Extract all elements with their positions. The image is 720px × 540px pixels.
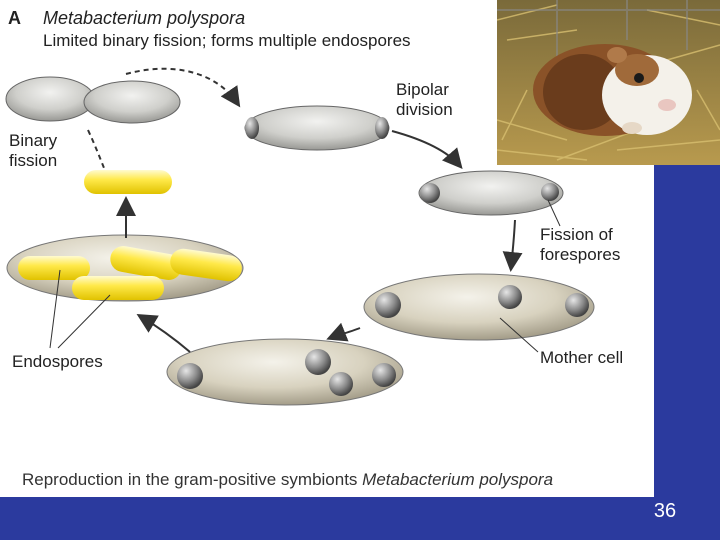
species-title: Metabacterium polyspora (43, 8, 246, 28)
page-number: 36 (653, 500, 677, 522)
label-binary-fission: Binary fission (9, 131, 58, 170)
arrow-binary-dashed (87, 129, 105, 169)
label-mother-cell: Mother cell (540, 348, 624, 367)
label-endospores: Endospores (12, 352, 103, 371)
mother-cell-bottom (166, 338, 404, 406)
panel-letter: A (8, 8, 21, 28)
bipolar-cell (418, 170, 564, 216)
released-endospore (84, 170, 172, 194)
label-bipolar-division: Bipolar division (396, 80, 453, 119)
dividing-cell (5, 76, 181, 124)
figure-caption: Reproduction in the gram-positive symbio… (22, 470, 553, 490)
pointer-endospore-1 (49, 269, 61, 349)
mother-cell-with-forespores (363, 273, 595, 341)
arrow-to-forespores (502, 219, 523, 272)
slide-background-band (654, 165, 720, 497)
life-cycle-diagram (5, 67, 595, 406)
figure-subtitle: Limited binary fission; forms multiple e… (43, 31, 411, 50)
arrow-to-endospores (136, 313, 191, 353)
caption-prefix: Reproduction in the gram-positive symbio… (22, 470, 363, 489)
mother-cell-with-endospores (6, 234, 244, 302)
guinea-pig-photo (497, 0, 720, 165)
slide-footer-bar (0, 497, 720, 540)
label-fission-of-forespores: Fission of forespores (540, 225, 621, 264)
pointer-endospore-2 (57, 294, 111, 349)
arrow-fission-to-cell (125, 67, 241, 108)
caption-species: Metabacterium polyspora (362, 470, 554, 489)
arrow-to-bipolar (391, 130, 463, 170)
pointer-fission-of-forespores (547, 199, 561, 227)
single-cell (244, 105, 390, 151)
arrow-to-bottom-cell (326, 322, 361, 342)
pointer-mother-cell (499, 317, 539, 353)
